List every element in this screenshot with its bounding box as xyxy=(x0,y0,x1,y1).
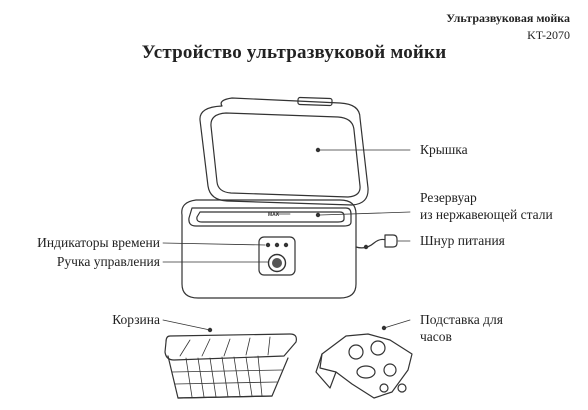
power-cord-plug xyxy=(384,234,398,248)
watch-stand-hole-6 xyxy=(379,383,389,393)
watch-stand-hole-3 xyxy=(356,365,376,379)
lid-outline xyxy=(199,97,369,206)
model-name: Ультразвуковая мойка xyxy=(446,11,570,25)
watch-stand-hole-4 xyxy=(383,363,397,377)
control-knob-outer xyxy=(267,253,287,273)
control-panel xyxy=(258,236,296,276)
watch-stand xyxy=(315,325,413,399)
reservoir-rim-inner xyxy=(196,211,345,223)
watch-stand-fold xyxy=(315,353,337,389)
lid-inner-rim xyxy=(210,112,361,198)
reservoir-marker-dot xyxy=(315,212,321,218)
basket-body xyxy=(167,355,289,399)
control-knob-inner xyxy=(272,258,282,268)
callout-watch-stand-line1: Подставка для xyxy=(420,312,503,327)
reservoir-rim-outer xyxy=(188,207,352,227)
control-panel-frame xyxy=(258,236,296,276)
time-indicator-3 xyxy=(283,242,289,248)
body-outline xyxy=(181,199,357,299)
basket-top-rim xyxy=(164,333,297,361)
lid-handle xyxy=(297,96,333,107)
max-label: MAX xyxy=(268,212,280,218)
callout-basket: Корзина xyxy=(112,312,160,327)
callout-reservoir-line1: Резервуар xyxy=(420,190,477,205)
watch-stand-hole-1 xyxy=(348,344,364,360)
callout-control-knob: Ручка управления xyxy=(56,254,160,269)
time-indicator-2 xyxy=(274,242,280,248)
time-indicator-1 xyxy=(265,242,271,248)
watch-stand-hole-5 xyxy=(397,383,407,393)
callout-reservoir-line2: из нержавеющей стали xyxy=(420,207,553,222)
basket xyxy=(164,327,297,399)
watch-stand-plate xyxy=(319,333,413,399)
watch-stand-hole-2 xyxy=(370,340,386,356)
leader-basket xyxy=(162,319,211,331)
leader-time-indicators xyxy=(162,242,266,246)
base-body xyxy=(181,199,357,299)
lid-marker-dot xyxy=(315,147,321,153)
power-cord-cable xyxy=(355,238,387,249)
model-code: KT-2070 xyxy=(527,28,570,42)
page-title: Устройство ультразвуковой мойки xyxy=(141,42,447,63)
callout-lid: Крышка xyxy=(420,142,468,157)
leader-watch-stand xyxy=(383,319,411,329)
power-cord-dot xyxy=(363,244,369,250)
callout-watch-stand-line2: часов xyxy=(420,329,452,344)
basket-mesh xyxy=(171,336,283,398)
leader-lines xyxy=(162,149,411,331)
lid xyxy=(199,96,369,206)
document-header: Ультразвуковая мойка KT-2070 xyxy=(446,10,570,44)
power-cord xyxy=(355,234,398,250)
leader-reservoir xyxy=(319,211,411,216)
callout-power-cord: Шнур питания xyxy=(420,233,505,248)
callout-time-indicators: Индикаторы времени xyxy=(37,235,160,250)
